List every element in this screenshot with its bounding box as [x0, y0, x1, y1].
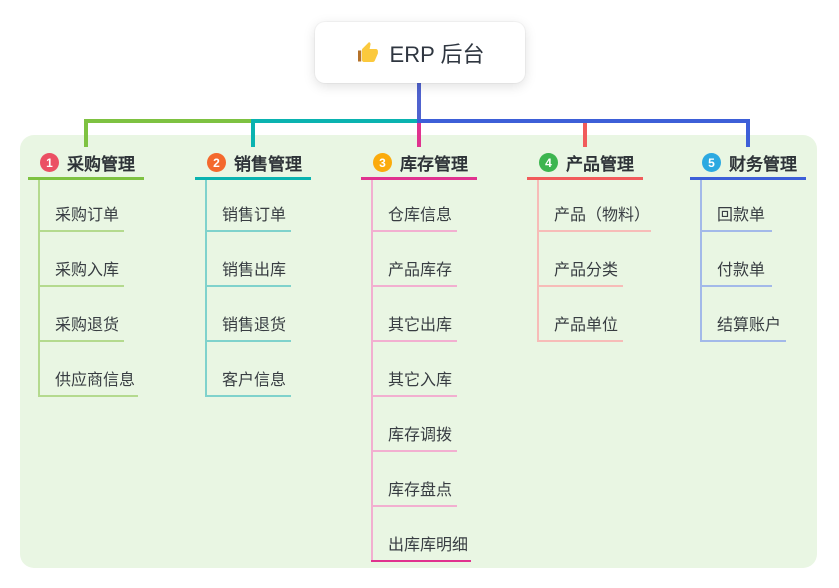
root-node[interactable]: ERP 后台 — [315, 22, 525, 83]
branch-children-rail — [371, 180, 373, 562]
child-node[interactable]: 客户信息 — [205, 365, 291, 397]
child-node[interactable]: 采购订单 — [38, 200, 124, 232]
child-label: 其它入库 — [388, 372, 453, 389]
child-label: 产品库存 — [388, 262, 453, 279]
branch-drop-connector — [417, 123, 421, 147]
child-label: 其它出库 — [388, 317, 453, 334]
bus-connector-segment — [84, 119, 255, 123]
child-label: 客户信息 — [222, 372, 287, 389]
child-node[interactable]: 供应商信息 — [38, 365, 138, 397]
child-node[interactable]: 产品（物料） — [537, 200, 651, 232]
child-label: 回款单 — [717, 207, 766, 224]
child-node[interactable]: 销售出库 — [205, 255, 291, 287]
branch-drop-connector — [84, 119, 88, 147]
child-label: 库存调拨 — [388, 427, 453, 444]
child-label: 采购退货 — [55, 317, 120, 334]
child-node[interactable]: 产品单位 — [537, 310, 623, 342]
branch-children-rail — [700, 180, 702, 342]
child-label: 产品分类 — [554, 262, 619, 279]
branch-node[interactable]: 5 财务管理 — [690, 148, 806, 180]
branch-drop-connector — [251, 119, 255, 147]
child-label: 销售退货 — [222, 317, 287, 334]
child-node[interactable]: 采购入库 — [38, 255, 124, 287]
child-node[interactable]: 销售订单 — [205, 200, 291, 232]
child-node[interactable]: 采购退货 — [38, 310, 124, 342]
branch-node[interactable]: 1 采购管理 — [28, 148, 144, 180]
child-node[interactable]: 仓库信息 — [371, 200, 457, 232]
child-node[interactable]: 出库库明细 — [371, 530, 471, 562]
child-node[interactable]: 库存盘点 — [371, 475, 457, 507]
child-label: 出库库明细 — [388, 537, 469, 554]
branch-drop-connector — [746, 119, 750, 147]
child-label: 采购入库 — [55, 262, 120, 279]
branch-children-rail — [205, 180, 207, 397]
thumbs-up-icon — [356, 41, 380, 65]
child-label: 销售订单 — [222, 207, 287, 224]
content-panel — [20, 135, 817, 568]
root-stem-connector — [417, 83, 421, 123]
branch-node[interactable]: 4 产品管理 — [527, 148, 643, 180]
branch-node[interactable]: 3 库存管理 — [361, 148, 477, 180]
child-node[interactable]: 其它出库 — [371, 310, 457, 342]
branch-number-badge: 2 — [207, 153, 226, 172]
child-node[interactable]: 其它入库 — [371, 365, 457, 397]
child-node[interactable]: 回款单 — [700, 200, 772, 232]
child-node[interactable]: 付款单 — [700, 255, 772, 287]
branch-number-badge: 3 — [373, 153, 392, 172]
child-node[interactable]: 库存调拨 — [371, 420, 457, 452]
child-label: 产品（物料） — [554, 207, 651, 224]
branch-number-badge: 4 — [539, 153, 558, 172]
bus-connector-segment — [251, 119, 421, 123]
branch-children-rail — [537, 180, 539, 342]
branch-children-rail — [38, 180, 40, 397]
branch-drop-connector — [583, 123, 587, 147]
child-label: 库存盘点 — [388, 482, 453, 499]
child-label: 仓库信息 — [388, 207, 453, 224]
branch-title-label: 销售管理 — [234, 155, 302, 174]
child-node[interactable]: 产品库存 — [371, 255, 457, 287]
branch-number-badge: 5 — [702, 153, 721, 172]
bus-connector-segment — [417, 119, 750, 123]
branch-title-label: 财务管理 — [729, 155, 797, 174]
child-label: 销售出库 — [222, 262, 287, 279]
branch-title-label: 产品管理 — [566, 155, 634, 174]
child-node[interactable]: 销售退货 — [205, 310, 291, 342]
child-label: 供应商信息 — [55, 372, 136, 389]
child-label: 结算账户 — [717, 317, 782, 334]
root-title: ERP 后台 — [389, 41, 485, 67]
child-label: 付款单 — [717, 262, 766, 279]
child-label: 采购订单 — [55, 207, 120, 224]
child-label: 产品单位 — [554, 317, 619, 334]
branch-number-badge: 1 — [40, 153, 59, 172]
branch-title-label: 采购管理 — [67, 155, 135, 174]
child-node[interactable]: 结算账户 — [700, 310, 786, 342]
branch-title-label: 库存管理 — [400, 155, 468, 174]
child-node[interactable]: 产品分类 — [537, 255, 623, 287]
branch-node[interactable]: 2 销售管理 — [195, 148, 311, 180]
